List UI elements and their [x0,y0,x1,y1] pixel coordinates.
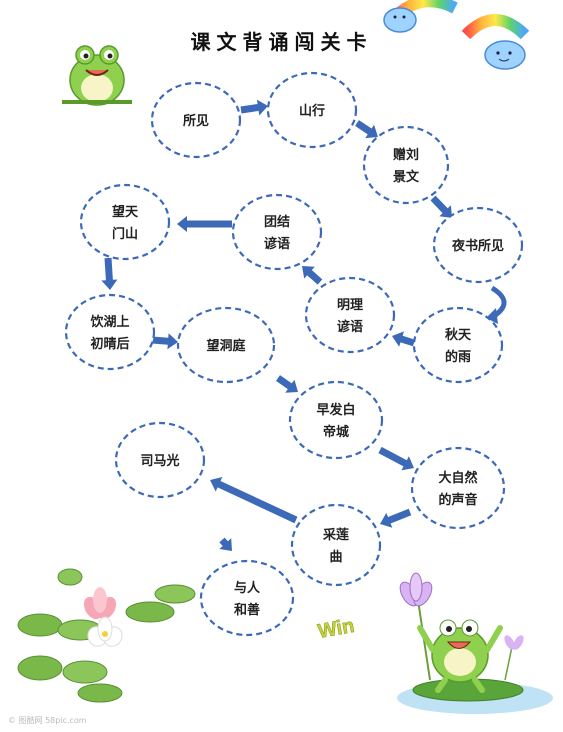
path-arrow [355,120,378,139]
level-node-circle [288,380,384,460]
level-node-label: 和善 [234,602,260,618]
level-node-label: 景文 [393,169,420,185]
path-arrow [490,285,507,319]
path-arrows [101,99,507,551]
level-node-circle [412,306,504,384]
arrow-head [486,308,498,324]
frog-icon [62,45,132,106]
path-arrow [378,446,414,471]
level-node-label: 望天 [112,204,139,220]
level-node-label: 夜书所见 [451,238,504,254]
level-node-label: 谚语 [264,236,290,252]
level-node-circle [410,446,506,530]
level-node-label: 明理 [337,298,363,313]
rainbow-cloud-icon [383,0,458,33]
frog-on-lilypad-icon [397,572,553,714]
path-arrow [101,257,118,290]
lotus-pond-icon [17,568,196,703]
path-arrow [219,537,232,551]
level-nodes: 所见山行赠刘景文夜书所见秋天的雨明理谚语团结谚语望天门山饮湖上初晴后望洞庭早发白… [64,71,524,637]
path-arrow [302,266,323,285]
level-node-circle [432,206,524,284]
level-node-label: 与人 [234,580,261,596]
path-arrow [380,508,412,528]
path-arrow [210,477,298,524]
level-node-label: 团结 [264,214,290,230]
level-node-label: 望洞庭 [206,338,246,354]
page-title: 课文背诵闯关卡 [190,30,373,54]
level-node-label: 的声音 [438,492,477,508]
level-node-circle [114,421,206,499]
level-node-label: 赠刘 [393,147,419,163]
win-text: Win [316,615,356,643]
level-node-circle [150,81,242,159]
level-node-label: 饮湖上 [89,314,129,330]
level-node-wangdongting[interactable]: 望洞庭 [176,306,276,384]
level-node-circle [362,125,450,205]
level-node-label: 初晴后 [90,336,129,352]
path-arrow [276,375,298,393]
level-node-circle [266,71,358,149]
path-arrow [240,99,268,116]
level-node-yeshu[interactable]: 夜书所见 [432,206,524,284]
level-node-cailian[interactable]: 采莲曲 [290,503,382,587]
watermark: © 图酷网 58pic.com [8,716,87,725]
level-node-circle [199,559,295,637]
level-node-shanxing[interactable]: 山行 [266,71,358,149]
path-arrow [430,195,452,218]
level-node-circle [64,293,156,371]
level-node-label: 谚语 [337,319,363,335]
level-node-label: 门山 [112,226,138,242]
path-arrow [177,216,232,232]
level-node-suojian[interactable]: 所见 [150,81,242,159]
level-node-circle [231,193,323,271]
rainbow-cloud-icon [461,14,530,70]
level-node-label: 山行 [299,103,325,119]
level-node-circle [79,183,171,261]
level-node-label: 曲 [329,549,342,565]
path-arrow [151,333,178,350]
level-node-label: 的雨 [445,349,471,365]
level-node-label: 所见 [183,113,209,129]
level-node-label: 秋天 [445,327,472,343]
level-node-label: 帝城 [323,424,349,440]
level-node-circle [290,503,382,587]
level-node-label: 早发白 [316,402,355,418]
path-arrow [392,331,416,347]
level-node-circle [304,276,396,354]
level-node-label: 大自然 [438,470,477,486]
level-node-circle [176,306,276,384]
level-node-label: 采莲 [322,527,349,543]
level-node-label: 司马光 [140,453,179,469]
level-node-simaguang[interactable]: 司马光 [114,421,206,499]
